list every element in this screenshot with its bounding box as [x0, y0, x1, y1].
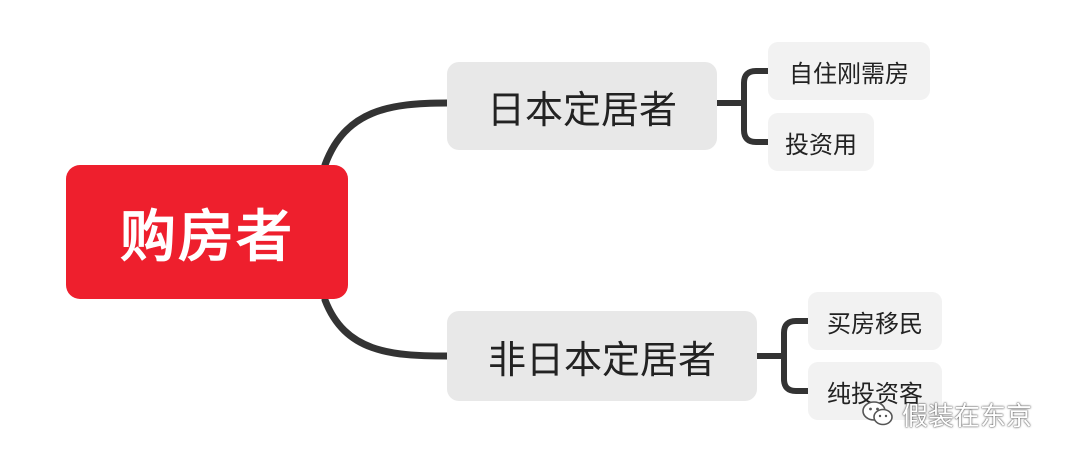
wechat-icon [862, 401, 893, 426]
leaf-node-investment: 投资用 [768, 113, 874, 171]
connector-root-branch-1 [321, 99, 451, 169]
branch-node-non-resident: 非日本定居者 [447, 311, 757, 401]
branch-node-resident: 日本定居者 [447, 62, 717, 150]
leaf-node-immigration: 买房移民 [808, 292, 942, 350]
connector-root-branch-2 [321, 296, 451, 360]
leaf-node-self-use: 自住刚需房 [768, 42, 930, 100]
root-node: 购房者 [66, 165, 348, 299]
watermark-text: 假装在东京 [902, 401, 1033, 432]
bracket-branch-2 [754, 318, 813, 394]
bracket-branch-1 [714, 68, 773, 145]
watermark: 假装在东京 [860, 396, 1032, 432]
